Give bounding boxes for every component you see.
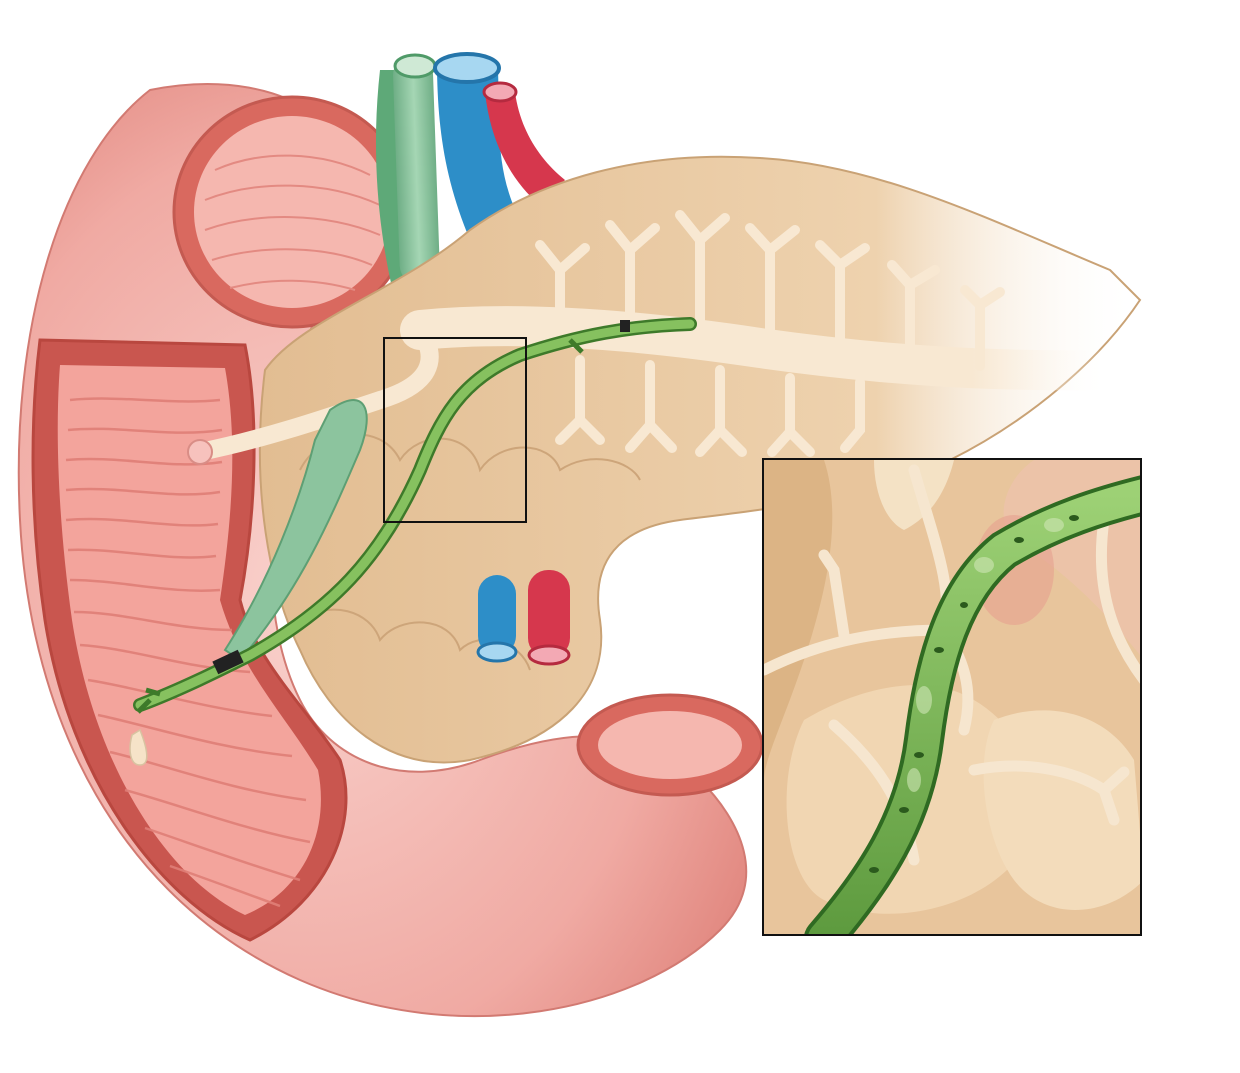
duodenum-mucosa — [57, 365, 321, 915]
inset-lobule-right — [983, 710, 1140, 910]
stent-side-holes — [869, 515, 1079, 873]
inset-lobule-left — [764, 460, 833, 780]
hepatic-artery — [485, 92, 565, 205]
duct-of-wirsung — [191, 321, 439, 461]
pancreatic-juice-drop — [129, 728, 148, 766]
portal-vein — [437, 70, 520, 240]
distal-bile-duct — [223, 399, 368, 662]
duodenum-cross-section-lumen — [194, 116, 390, 308]
magnified-inset — [762, 458, 1142, 936]
magnification-region-frame — [383, 337, 527, 523]
main-pancreatic-duct — [400, 306, 1130, 391]
inset-stent — [804, 475, 1140, 934]
stent-radiopaque-marker — [620, 320, 630, 332]
stent-marker-band — [212, 649, 244, 675]
superior-mesenteric-vein — [478, 575, 516, 655]
cross-section-folds — [204, 154, 381, 291]
papilla — [187, 439, 213, 465]
stent-flap-distal — [568, 338, 584, 354]
stent-flap — [136, 687, 161, 714]
superior-mesenteric-artery — [528, 570, 570, 658]
duct-branches — [535, 210, 1005, 457]
common-bile-duct — [393, 55, 440, 285]
mucosal-folds — [65, 397, 311, 908]
stent-fluid-droplets — [907, 518, 1064, 792]
inset-svg — [764, 460, 1140, 934]
